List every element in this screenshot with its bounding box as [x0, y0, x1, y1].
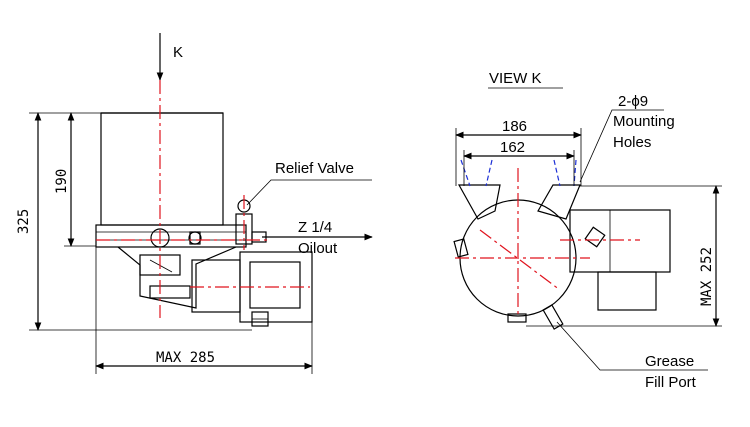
- grease-line2-label: Fill Port: [645, 374, 697, 391]
- dim-186-label: 186: [502, 118, 527, 135]
- motor-terminal-box: [249, 261, 301, 309]
- pump-plug: [150, 228, 170, 248]
- holes-count-label: 2-ϕ9: [618, 93, 648, 110]
- motor-side: [569, 209, 671, 273]
- holes-line2-label: Holes: [613, 134, 651, 151]
- reservoir: [100, 112, 224, 226]
- grease-line1-label: Grease: [645, 353, 694, 370]
- fitting: [584, 226, 606, 248]
- view-k-label: K: [173, 44, 183, 61]
- mounting-foot-right: [537, 184, 581, 220]
- hole-hidden-left: [460, 159, 471, 187]
- dim-max285-label: MAX 285: [156, 350, 215, 366]
- hole-hidden-right: [553, 159, 561, 187]
- grease-port-leader: [556, 321, 708, 371]
- side-plug: [453, 238, 469, 258]
- z-quarter-label: Z 1/4: [298, 219, 332, 236]
- mounting-holes-leader: [579, 109, 664, 183]
- pump-body: [95, 224, 247, 248]
- view-k: VIEW K 186 162: [453, 70, 722, 391]
- grease-fill-port: [542, 304, 564, 330]
- dim-max252-label: MAX 252: [699, 247, 715, 306]
- relief-valve-leader: [246, 179, 372, 206]
- oilout-label: Oilout: [298, 240, 338, 257]
- dim-190-label: 190: [54, 169, 70, 194]
- motor-flange: [191, 259, 241, 313]
- dim-162-label: 162: [500, 139, 525, 156]
- holes-line1-label: Mounting: [613, 113, 675, 130]
- bottom-plug: [507, 313, 527, 323]
- relief-valve-label: Relief Valve: [275, 160, 354, 177]
- lower-housing: [117, 246, 237, 309]
- dim-325-label: 325: [16, 209, 32, 234]
- view-k-title: VIEW K: [489, 70, 542, 87]
- front-view: K Relief Valve: [16, 33, 373, 374]
